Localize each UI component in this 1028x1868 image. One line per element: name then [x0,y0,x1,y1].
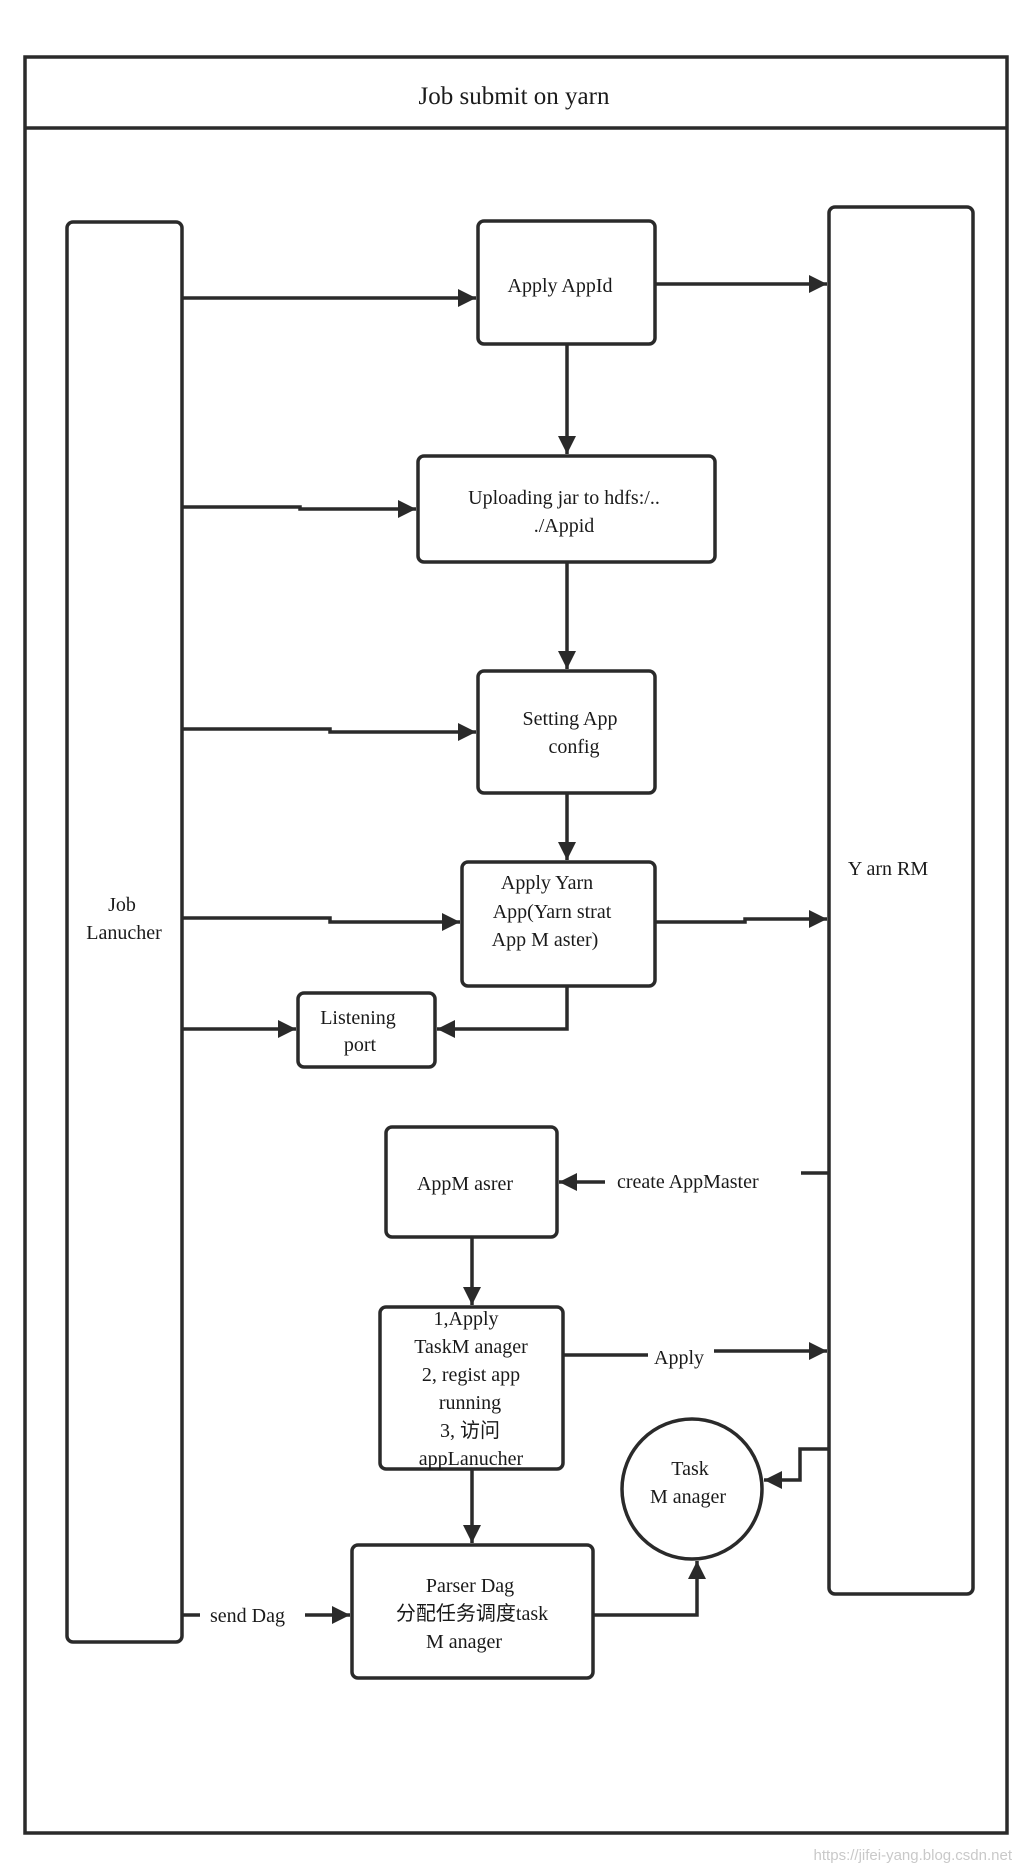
apply-taskmanager-label-6: appLanucher [419,1448,524,1470]
listening-port-label-2: port [344,1034,377,1056]
setting-config-label-1: Setting App [522,708,617,730]
apply-yarn-app-node: Apply Yarn App(Yarn strat App M aster) [460,860,657,988]
listening-port-label-1: Listening [320,1007,396,1029]
apply-taskmanager-label-4: running [439,1392,501,1414]
job-launcher-label-1: Job [108,894,136,916]
create-appmaster-label: create AppMaster [617,1171,759,1193]
apply-taskmanager-label-5: 3, 访问 [440,1419,500,1442]
apply-taskmanager-label-2: TaskM anager [414,1336,528,1358]
yarn-rm-lane: Y arn RM [827,205,975,1596]
edge-apply-yarn-to-listening [437,986,569,1038]
task-manager-label-2: M anager [650,1486,726,1508]
edge-launcher-to-upload [182,500,416,518]
task-manager-label-1: Task [671,1458,708,1480]
edge-launcher-to-setting [182,723,476,741]
connectors [182,275,829,1624]
listening-port-node: Listening port [296,991,437,1069]
setting-config-label-2: config [548,736,599,758]
app-master-label: AppM asrer [417,1173,513,1195]
upload-jar-label-1: Uploading jar to hdfs:/.. [468,487,660,509]
upload-jar-label-2: ./Appid [534,515,595,537]
apply-taskmanager-label-3: 2, regist app [422,1364,520,1386]
watermark: https://jifei-yang.blog.csdn.net [814,1847,1013,1864]
edge-yarn-rm-to-task-manager [764,1447,829,1489]
apply-edge-label: Apply [654,1347,704,1369]
diagram-title: Job submit on yarn [419,83,610,110]
parser-dag-label-2: 分配任务调度task [396,1602,548,1625]
apply-taskmanager-node: 1,Apply TaskM anager 2, regist app runni… [378,1305,565,1471]
parser-dag-label-3: M anager [426,1631,502,1653]
edge-parser-to-task-manager [593,1561,706,1617]
app-master-node: AppM asrer [384,1125,559,1239]
job-launcher-lane: Job Lanucher [65,220,184,1644]
edge-launcher-to-apply-yarn [182,913,460,931]
job-launcher-label-2: Lanucher [86,922,162,944]
setting-config-node: Setting App config [476,669,657,795]
apply-yarn-app-label-1: Apply Yarn [501,872,593,894]
apply-appid-label: Apply AppId [508,275,613,297]
parser-dag-label-1: Parser Dag [426,1575,514,1597]
send-dag-label: send Dag [210,1605,285,1627]
apply-yarn-app-label-2: App(Yarn strat [493,901,612,923]
upload-jar-node: Uploading jar to hdfs:/.. ./Appid [416,454,717,564]
edge-apply-yarn-to-yarn-rm [655,910,827,928]
apply-taskmanager-label-1: 1,Apply [434,1308,499,1330]
apply-appid-node: Apply AppId [476,219,657,346]
yarn-rm-label: Y arn RM [848,858,929,880]
parser-dag-node: Parser Dag 分配任务调度task M anager [350,1543,595,1680]
task-manager-node: Task M anager [620,1417,764,1561]
apply-yarn-app-label-3: App M aster) [492,929,599,951]
